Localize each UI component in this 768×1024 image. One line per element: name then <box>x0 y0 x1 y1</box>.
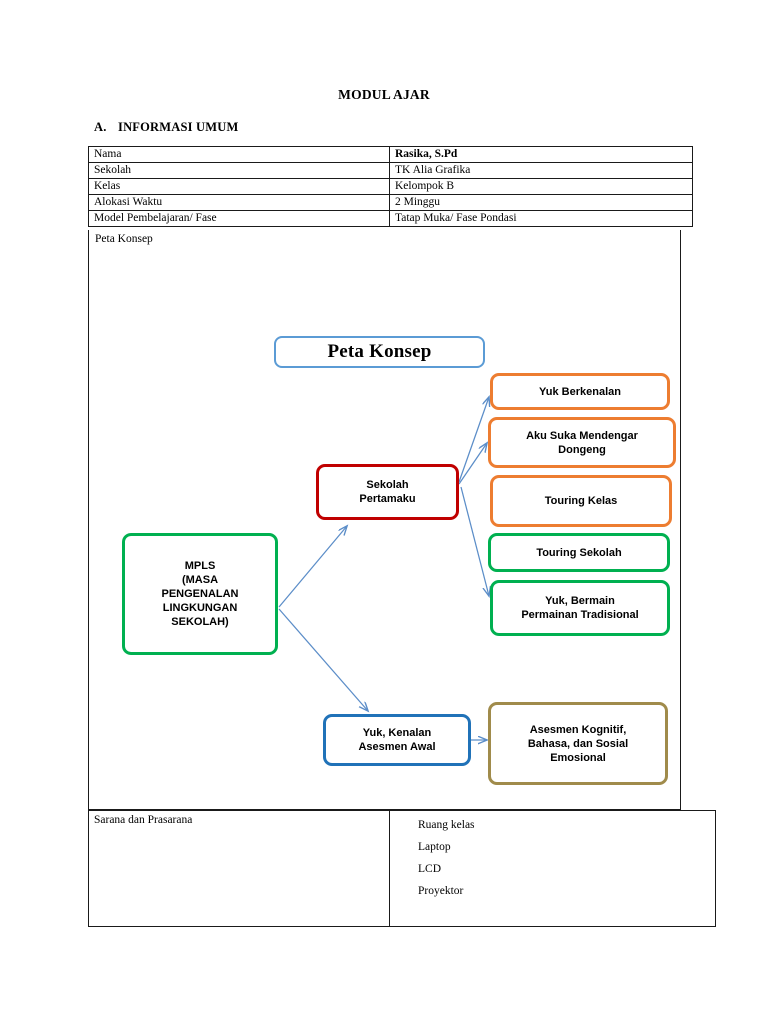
node-asesmen-kognitif[interactable]: Asesmen Kognitif, Bahasa, dan Sosial Emo… <box>488 702 668 785</box>
row-key-alokasi-waktu: Alokasi Waktu <box>88 194 390 211</box>
page-title: MODUL AJAR <box>338 87 430 102</box>
table-row: Sarana dan Prasarana Ruang kelas Laptop … <box>88 810 716 927</box>
node-label-line: Yuk Berkenalan <box>539 385 621 398</box>
node-label-line: Bahasa, dan Sosial <box>527 737 629 750</box>
section-label: INFORMASI UMUM <box>118 120 239 134</box>
node-mpls[interactable]: MPLS (MASA PENGENALAN LINGKUNGAN SEKOLAH… <box>122 533 278 655</box>
node-label-line: Yuk, Kenalan <box>362 727 432 739</box>
table-row: Alokasi Waktu 2 Minggu <box>88 194 693 211</box>
node-label-line: Touring Kelas <box>544 495 618 507</box>
row-value-sekolah: TK Alia Grafika <box>389 162 693 179</box>
node-label-line: MPLS <box>184 560 216 572</box>
row-key-nama: Nama <box>88 146 390 163</box>
row-key-sarana: Sarana dan Prasarana <box>88 810 390 927</box>
node-peta-konsep-title[interactable]: Peta Konsep <box>274 336 485 368</box>
list-item: Laptop <box>418 841 451 853</box>
node-label-line: Asesmen Awal <box>358 741 436 753</box>
node-label-line: Aku Suka Mendengar <box>526 429 638 442</box>
row-key-model-pembelajaran: Model Pembelajaran/ Fase <box>88 210 390 227</box>
peta-konsep-cell-label: Peta Konsep <box>95 233 153 245</box>
section-letter: A. <box>94 120 107 134</box>
node-label-line: Emosional <box>550 751 606 764</box>
table-row: Model Pembelajaran/ Fase Tatap Muka/ Fas… <box>88 210 693 227</box>
node-label-line: Sekolah <box>366 479 409 491</box>
row-value-sarana: Ruang kelas Laptop LCD Proyektor <box>389 810 716 927</box>
row-key-sekolah: Sekolah <box>88 162 390 179</box>
node-label: Peta Konsep <box>327 341 432 362</box>
node-yuk-kenalan-asesmen-awal[interactable]: Yuk, Kenalan Asesmen Awal <box>323 714 471 766</box>
sarana-list: Ruang kelas Laptop LCD Proyektor <box>418 814 715 902</box>
node-label-line: (MASA <box>181 574 219 586</box>
row-value-alokasi-waktu: 2 Minggu <box>389 194 693 211</box>
sarana-prasarana-table: Sarana dan Prasarana Ruang kelas Laptop … <box>88 810 716 927</box>
node-label-line: Pertamaku <box>359 493 416 505</box>
node-label-line: SEKOLAH) <box>171 616 229 628</box>
node-yuk-berkenalan[interactable]: Yuk Berkenalan <box>490 373 670 410</box>
table-row: Kelas Kelompok B <box>88 178 693 195</box>
node-label-line: Yuk, Bermain <box>545 595 615 607</box>
row-value-model-pembelajaran: Tatap Muka/ Fase Pondasi <box>389 210 693 227</box>
row-value-kelas: Kelompok B <box>389 178 693 195</box>
section-heading: A. INFORMASI UMUM <box>94 120 239 135</box>
node-label-line: PENGENALAN <box>161 588 239 600</box>
row-key-kelas: Kelas <box>88 178 390 195</box>
node-label-line: Touring Sekolah <box>536 546 622 559</box>
node-aku-suka-mendengar-dongeng[interactable]: Aku Suka Mendengar Dongeng <box>488 417 676 468</box>
table-row: Nama Rasika, S.Pd <box>88 146 693 163</box>
list-item: Ruang kelas <box>418 819 475 831</box>
node-sekolah-pertamaku[interactable]: Sekolah Pertamaku <box>316 464 459 520</box>
sarana-table-body: Sarana dan Prasarana Ruang kelas Laptop … <box>88 810 716 927</box>
node-touring-kelas[interactable]: Touring Kelas <box>490 475 672 527</box>
table-row: Sekolah TK Alia Grafika <box>88 162 693 179</box>
node-label-line: Asesmen Kognitif, <box>529 723 627 736</box>
node-label-line: Permainan Tradisional <box>521 609 639 621</box>
list-item: Proyektor <box>418 885 464 897</box>
row-value-nama: Rasika, S.Pd <box>389 146 693 163</box>
node-label-line: Dongeng <box>558 443 606 456</box>
info-table-body: Nama Rasika, S.Pd Sekolah TK Alia Grafik… <box>88 146 693 227</box>
node-label-line: LINGKUNGAN <box>162 602 238 614</box>
node-touring-sekolah[interactable]: Touring Sekolah <box>488 533 670 572</box>
node-yuk-bermain-permainan-tradisional[interactable]: Yuk, Bermain Permainan Tradisional <box>490 580 670 636</box>
list-item: LCD <box>418 863 441 875</box>
informasi-umum-table: Nama Rasika, S.Pd Sekolah TK Alia Grafik… <box>88 146 693 227</box>
